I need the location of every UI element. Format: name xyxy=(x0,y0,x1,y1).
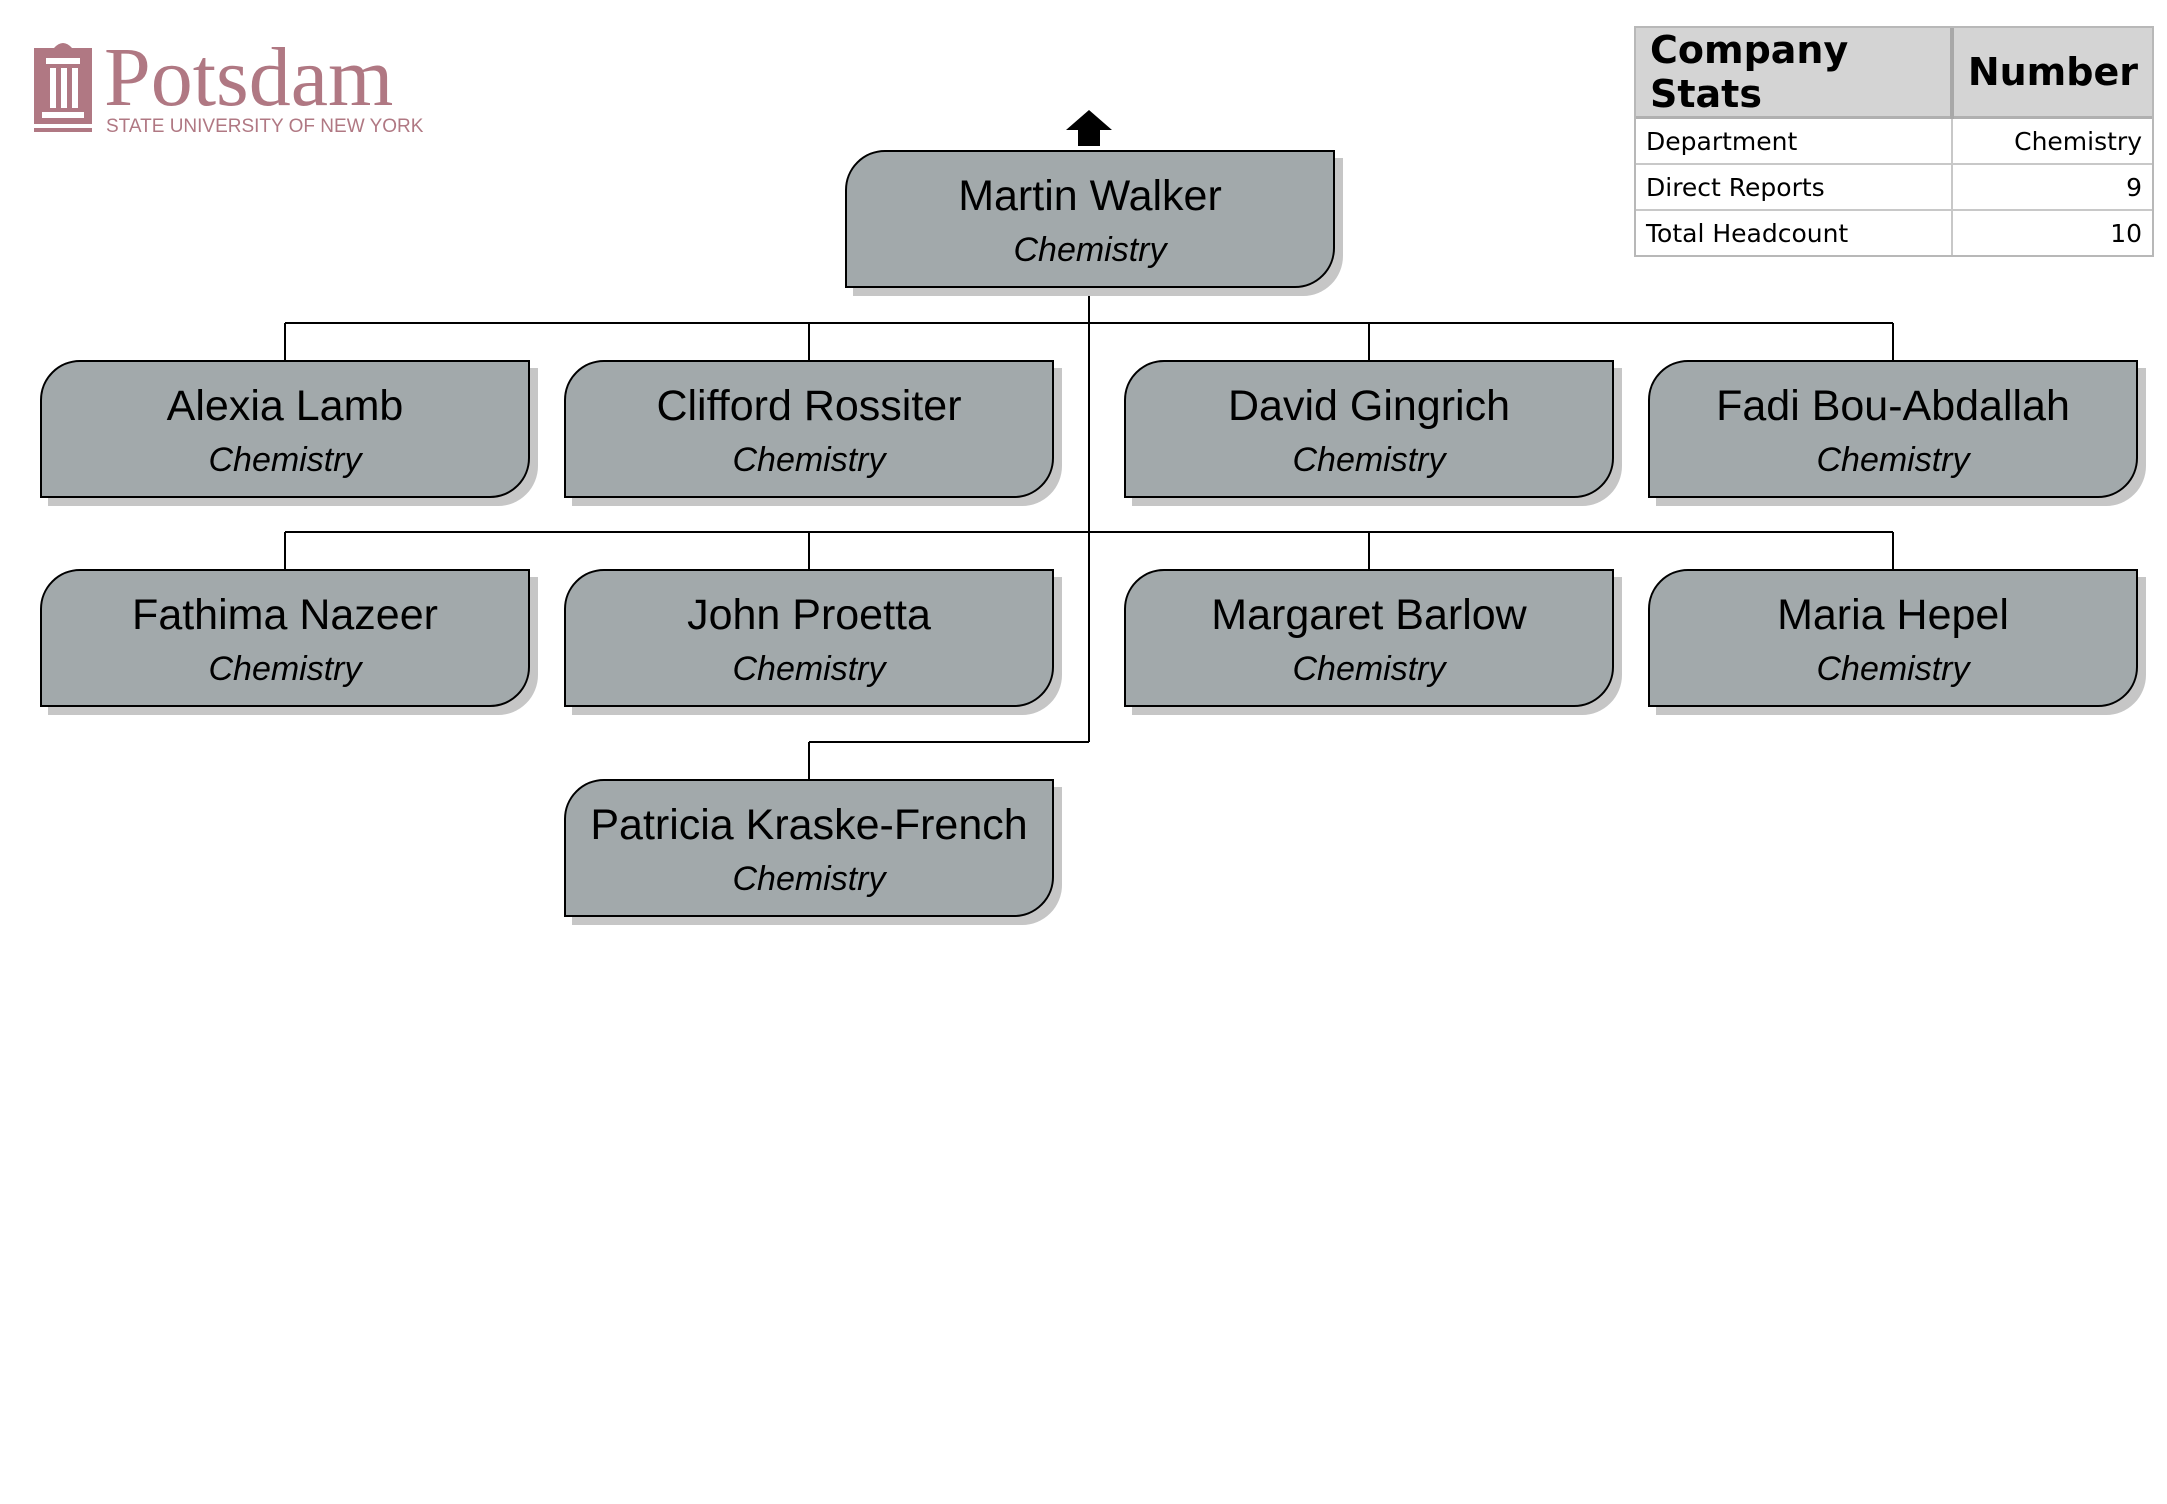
node-name: Fathima Nazeer xyxy=(132,591,438,639)
building-icon xyxy=(32,43,98,132)
node-name: Maria Hepel xyxy=(1777,591,2009,639)
stats-row-label: Direct Reports xyxy=(1636,163,1952,210)
up-arrow-icon[interactable] xyxy=(1066,110,1112,146)
table-row: Total Headcount 10 xyxy=(1636,209,2152,255)
stats-row-label: Total Headcount xyxy=(1636,209,1952,255)
report-node[interactable]: Patricia Kraske-French Chemistry xyxy=(564,779,1054,917)
node-name: Alexia Lamb xyxy=(166,382,404,430)
company-stats-table: Company Stats Number Department Chemistr… xyxy=(1634,26,2154,257)
table-row: Department Chemistry xyxy=(1636,116,2152,164)
node-dept: Chemistry xyxy=(208,650,362,688)
logo-wordmark: Potsdam xyxy=(104,31,394,124)
report-node[interactable]: John Proetta Chemistry xyxy=(564,569,1054,707)
node-dept: Chemistry xyxy=(1816,441,1970,479)
stats-header-label: Company Stats xyxy=(1636,28,1952,119)
node-dept: Chemistry xyxy=(1292,650,1446,688)
node-name: Clifford Rossiter xyxy=(656,382,962,430)
report-node[interactable]: David Gingrich Chemistry xyxy=(1124,360,1614,498)
report-node[interactable]: Alexia Lamb Chemistry xyxy=(40,360,530,498)
table-row: Direct Reports 9 xyxy=(1636,163,2152,210)
stats-row-label: Department xyxy=(1636,116,1952,164)
report-node[interactable]: Maria Hepel Chemistry xyxy=(1648,569,2138,707)
report-node[interactable]: Fadi Bou-Abdallah Chemistry xyxy=(1648,360,2138,498)
report-node[interactable]: Clifford Rossiter Chemistry xyxy=(564,360,1054,498)
stats-header-value: Number xyxy=(1949,28,2152,119)
node-dept: Chemistry xyxy=(1292,441,1446,479)
node-name: Martin Walker xyxy=(958,172,1222,220)
node-dept: Chemistry xyxy=(1816,650,1970,688)
node-name: Fadi Bou-Abdallah xyxy=(1716,382,2070,430)
node-dept: Chemistry xyxy=(208,441,362,479)
report-node[interactable]: Margaret Barlow Chemistry xyxy=(1124,569,1614,707)
report-node[interactable]: Fathima Nazeer Chemistry xyxy=(40,569,530,707)
logo-subtitle: STATE UNIVERSITY OF NEW YORK xyxy=(106,116,424,137)
node-dept: Chemistry xyxy=(732,650,886,688)
potsdam-logo: Potsdam STATE UNIVERSITY OF NEW YORK xyxy=(32,36,423,142)
manager-node[interactable]: Martin Walker Chemistry xyxy=(845,150,1335,288)
node-dept: Chemistry xyxy=(732,860,886,898)
stats-row-value: 10 xyxy=(1950,209,2152,255)
node-name: David Gingrich xyxy=(1228,382,1510,430)
stats-row-value: Chemistry xyxy=(1950,116,2152,164)
node-dept: Chemistry xyxy=(732,441,886,479)
stats-row-value: 9 xyxy=(1950,163,2152,210)
node-dept: Chemistry xyxy=(1013,231,1167,269)
node-name: John Proetta xyxy=(687,591,931,639)
node-name: Patricia Kraske-French xyxy=(590,801,1028,849)
node-name: Margaret Barlow xyxy=(1211,591,1527,639)
stats-header-row: Company Stats Number xyxy=(1636,28,2152,119)
